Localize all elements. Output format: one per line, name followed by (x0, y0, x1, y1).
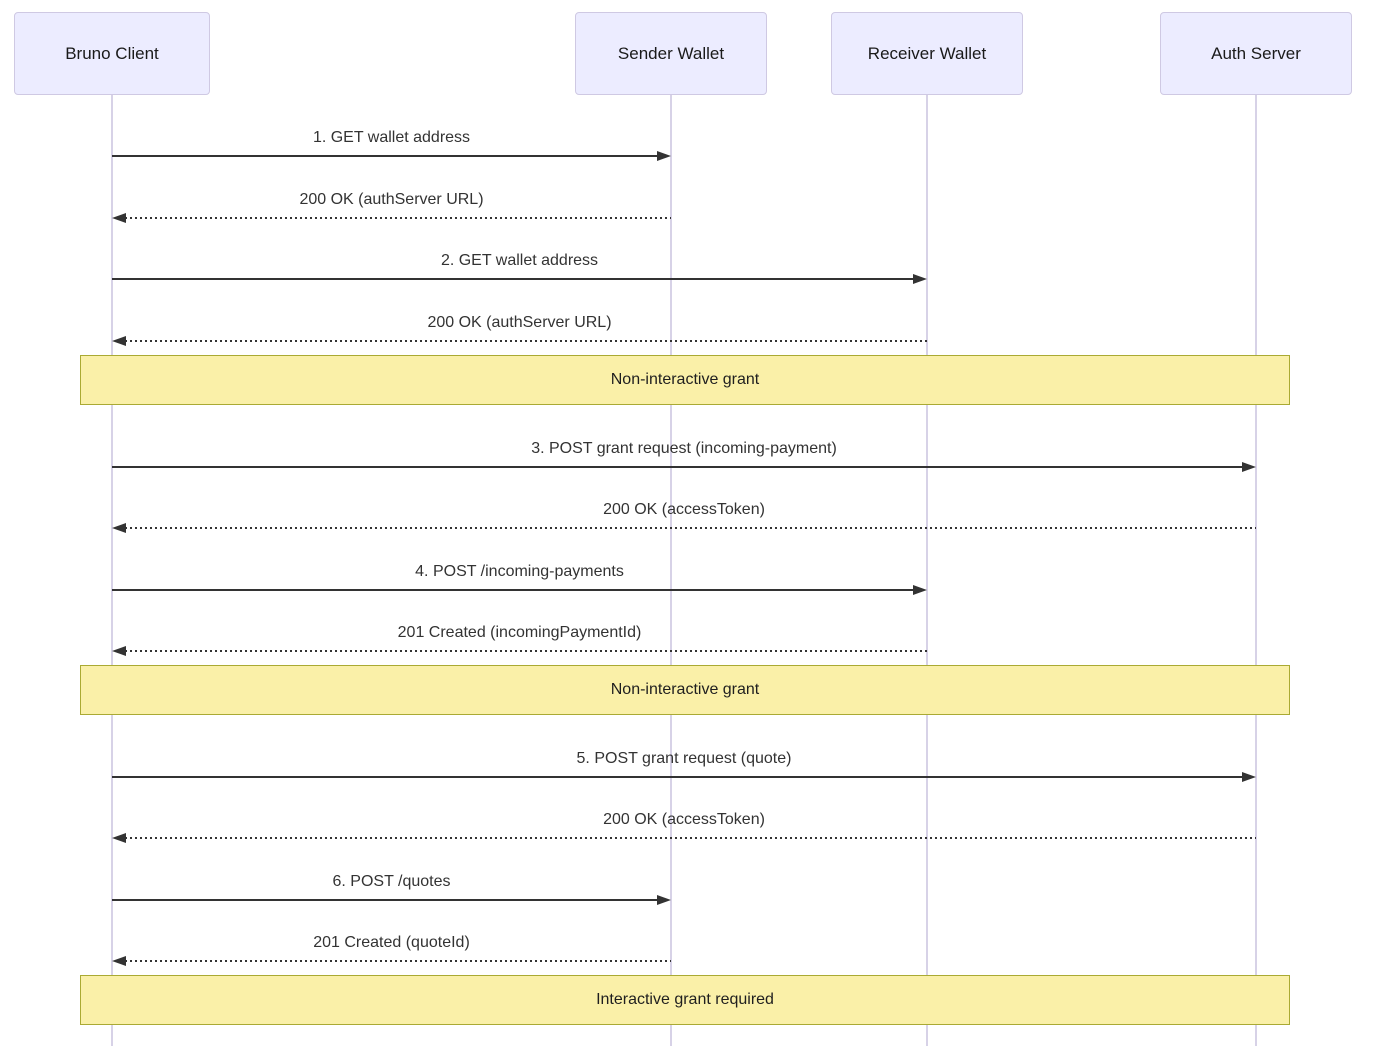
arrowhead-right-icon (1242, 772, 1256, 782)
message-label: 201 Created (quoteId) (313, 934, 470, 951)
arrowhead-right-icon (657, 895, 671, 905)
arrowhead-left-icon (112, 956, 126, 966)
message-line (125, 650, 927, 652)
arrowhead-left-icon (112, 646, 126, 656)
message-label: 200 OK (authServer URL) (427, 314, 612, 331)
actor-sender: Sender Wallet (575, 12, 767, 95)
lifeline-bruno (111, 94, 113, 1046)
note-label: Interactive grant required (596, 991, 774, 1008)
message-label: 201 Created (incomingPaymentId) (397, 624, 642, 641)
actor-label: Sender Wallet (617, 43, 725, 63)
arrowhead-left-icon (112, 213, 126, 223)
arrowhead-left-icon (112, 336, 126, 346)
actor-bruno: Bruno Client (14, 12, 210, 95)
note-label: Non-interactive grant (610, 681, 760, 698)
note-band: Interactive grant required (80, 975, 1290, 1025)
message-label: 2. GET wallet address (440, 252, 599, 269)
lifeline-auth (1255, 94, 1257, 1046)
arrowhead-right-icon (1242, 462, 1256, 472)
actor-auth: Auth Server (1160, 12, 1352, 95)
message-line (125, 217, 671, 219)
message-line (112, 155, 658, 157)
message-label: 3. POST grant request (incoming-payment) (531, 440, 837, 457)
note-band: Non-interactive grant (80, 355, 1290, 405)
message-line (125, 340, 927, 342)
note-label: Non-interactive grant (610, 371, 760, 388)
message-line (125, 837, 1256, 839)
message-line (112, 278, 914, 280)
arrowhead-left-icon (112, 523, 126, 533)
message-line (112, 776, 1243, 778)
arrowhead-left-icon (112, 833, 126, 843)
message-line (125, 960, 671, 962)
actor-label: Auth Server (1211, 43, 1301, 63)
actor-receiver: Receiver Wallet (831, 12, 1023, 95)
message-label: 5. POST grant request (quote) (576, 750, 792, 767)
arrowhead-right-icon (913, 274, 927, 284)
message-label: 200 OK (accessToken) (603, 811, 765, 828)
message-label: 200 OK (accessToken) (603, 501, 765, 518)
actor-label: Bruno Client (65, 43, 159, 63)
message-label: 4. POST /incoming-payments (415, 563, 624, 580)
actor-label: Receiver Wallet (867, 43, 987, 63)
message-label: 200 OK (authServer URL) (299, 191, 484, 208)
message-label: 1. GET wallet address (312, 129, 471, 146)
lifeline-sender (670, 94, 672, 1046)
message-line (112, 466, 1243, 468)
message-line (125, 527, 1256, 529)
message-line (112, 589, 914, 591)
note-band: Non-interactive grant (80, 665, 1290, 715)
arrowhead-right-icon (913, 585, 927, 595)
message-label: 6. POST /quotes (332, 873, 451, 890)
arrowhead-right-icon (657, 151, 671, 161)
lifeline-receiver (926, 94, 928, 1046)
message-line (112, 899, 658, 901)
